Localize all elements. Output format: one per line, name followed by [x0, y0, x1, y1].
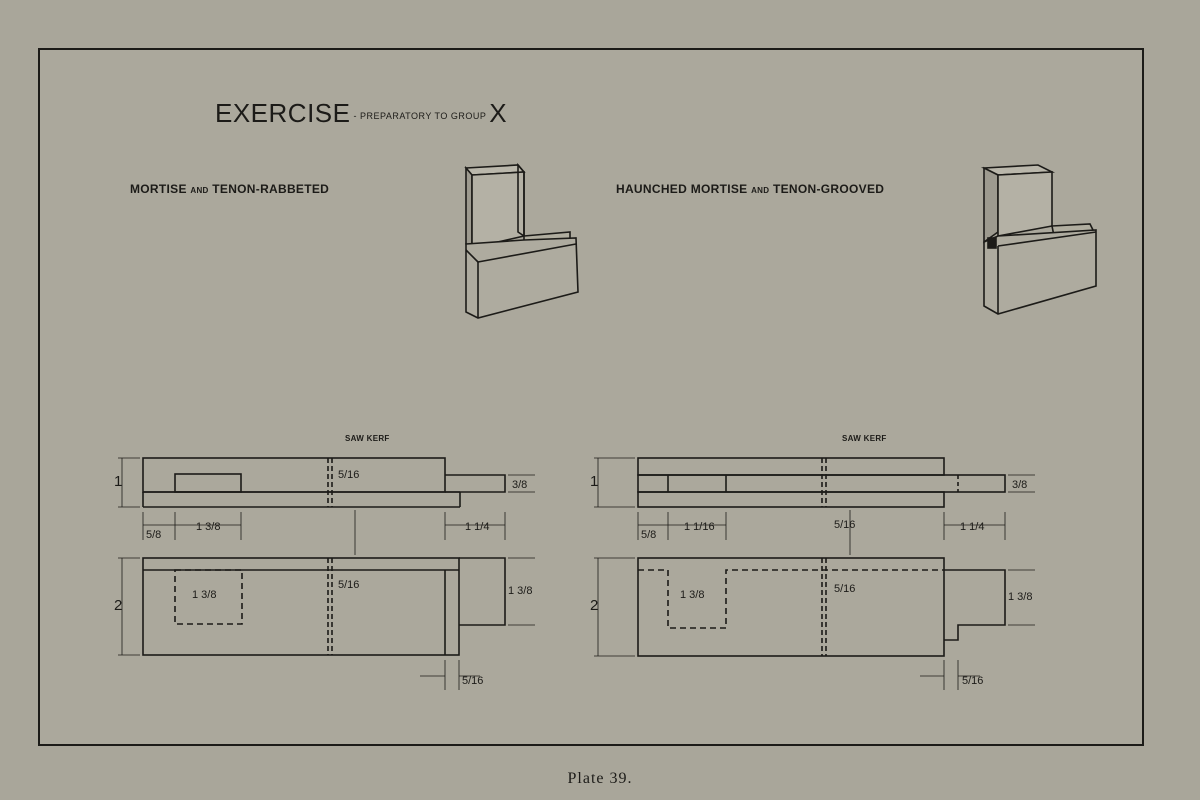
right-top-elevation	[637, 457, 1006, 508]
left-dim-mortise-len: 1 3/8	[196, 521, 220, 533]
right-dim-kerf-bottom: 5/16	[834, 583, 855, 595]
left-isometric-joint	[464, 162, 579, 319]
left-dim-tenon-length: 1 1/4	[465, 521, 489, 533]
plate-border	[38, 48, 1144, 746]
left-bottom-elevation	[142, 557, 506, 656]
plate-caption: Plate 39.	[567, 770, 633, 787]
left-dim-bottom-offset: 5/16	[462, 675, 483, 687]
left-saw-kerf-label: SAW KERF	[345, 434, 390, 443]
right-bottom-elevation	[637, 557, 1006, 657]
left-dim-kerf-top: 5/16	[338, 469, 359, 481]
left-dim-height-bottom: 2	[114, 597, 122, 614]
dimension-lines	[118, 457, 1035, 690]
title-sub: - PREPARATORY TO GROUP	[350, 111, 490, 121]
title-group: X	[489, 98, 508, 128]
left-dim-mortise-width: 1 3/8	[192, 589, 216, 601]
title-main: EXERCISE	[215, 98, 351, 128]
left-dim-tenon-thick: 3/8	[512, 479, 527, 491]
left-section-title: MORTISE AND TENON-RABBETED	[130, 182, 330, 196]
right-dim-tenon-width: 1 3/8	[1008, 591, 1032, 603]
left-dim-offset: 5/8	[146, 529, 161, 541]
right-dim-tenon-thick: 3/8	[1012, 479, 1027, 491]
left-dim-height-top: 1	[114, 473, 122, 490]
right-saw-kerf-label: SAW KERF	[842, 434, 887, 443]
left-top-elevation	[142, 457, 506, 508]
page-title: EXERCISE - PREPARATORY TO GROUP X	[215, 98, 507, 129]
right-dim-kerf-mid: 5/16	[834, 519, 855, 531]
left-dim-kerf-bottom: 5/16	[338, 579, 359, 591]
right-dim-offset: 5/8	[641, 529, 656, 541]
right-section-title: HAUNCHED MORTISE AND TENON-GROOVED	[616, 182, 885, 196]
right-dim-height-top: 1	[590, 473, 598, 490]
right-dim-tenon-length: 1 1/4	[960, 521, 984, 533]
right-isometric-joint	[980, 164, 1097, 315]
right-dim-height-bottom: 2	[590, 597, 598, 614]
right-dim-mortise-len: 1 1/16	[684, 521, 715, 533]
right-dim-mortise-width: 1 3/8	[680, 589, 704, 601]
right-dim-bottom-offset: 5/16	[962, 675, 983, 687]
left-dim-tenon-width: 1 3/8	[508, 585, 532, 597]
